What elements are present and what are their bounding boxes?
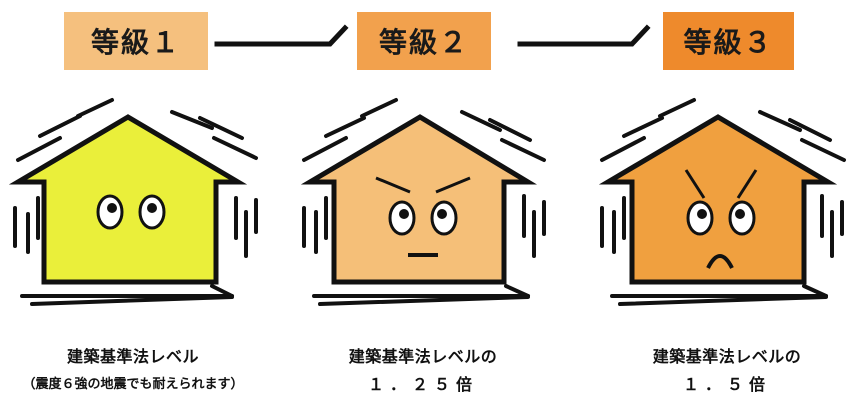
caption-2-multiplier: １．２５倍 (367, 375, 478, 394)
caption-grade-3: 建築基準法レベルの １．５倍 (622, 343, 832, 395)
house-body-1 (8, 114, 248, 285)
house-body-2 (300, 114, 538, 285)
face-1 (96, 194, 166, 230)
house-grade-2 (300, 98, 546, 306)
house-body-3 (598, 114, 838, 285)
caption-grade-2: 建築基準法レベルの １．２５倍 (318, 343, 528, 395)
caption-grade-1: 建築基準法レベル （震度６強の地震でも耐えられます） (8, 343, 258, 392)
face-2 (375, 176, 471, 257)
caption-2-main: 建築基準法レベルの (348, 347, 498, 366)
arrow-1-to-2 (214, 24, 349, 47)
house-grade-1 (8, 98, 258, 306)
caption-1-sub: （震度６強の地震でも耐えられます） (22, 377, 244, 392)
face-3 (684, 169, 758, 269)
grade-2-label: 等級２ (357, 12, 491, 70)
shake-lines-2 (302, 98, 546, 306)
arrow-2-to-3 (517, 24, 651, 47)
grade-3-label: 等級３ (663, 12, 794, 70)
shake-lines-1 (13, 98, 258, 306)
caption-1-main: 建築基準法レベル (66, 347, 199, 366)
caption-3-main: 建築基準法レベルの (652, 347, 802, 366)
shake-lines-3 (600, 98, 846, 306)
caption-3-multiplier: １．５倍 (682, 375, 771, 394)
grade-1-label: 等級１ (64, 12, 208, 70)
house-grade-3 (598, 98, 846, 306)
